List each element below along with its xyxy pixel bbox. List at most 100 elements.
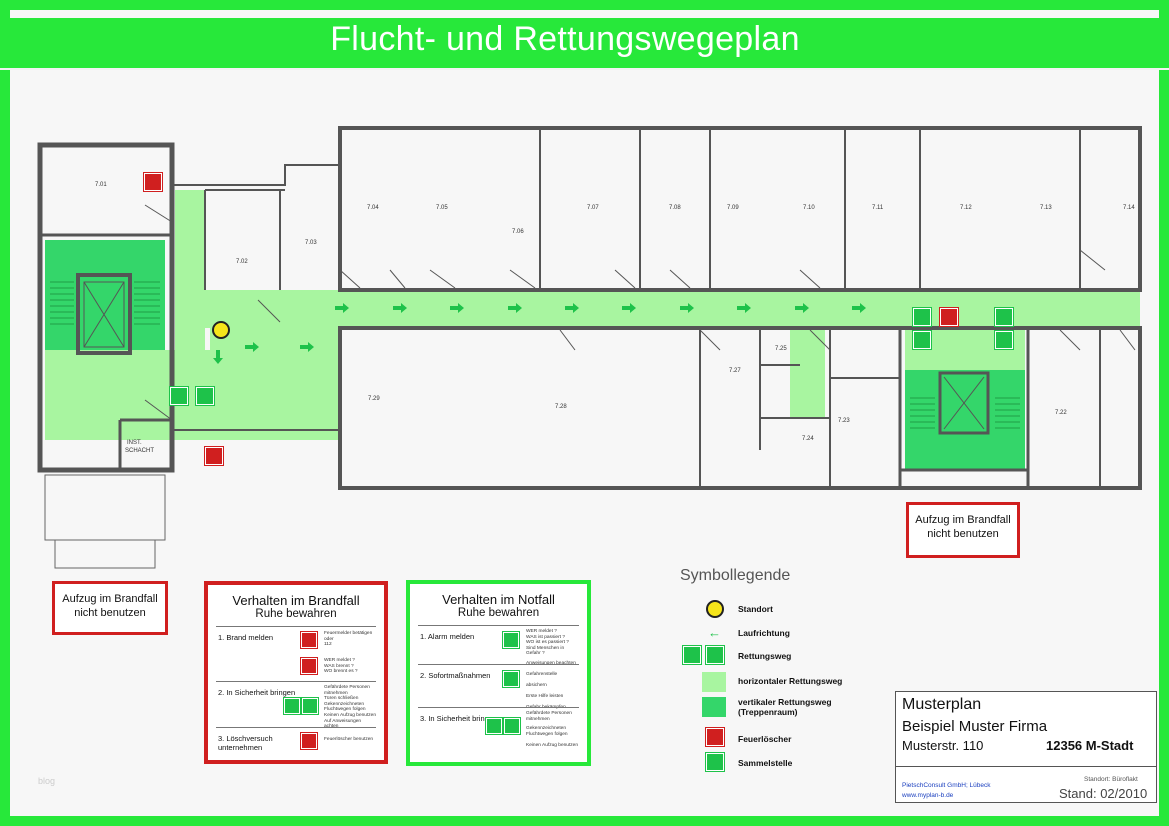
fire-row-2: 2. In Sicherheit bringen Gefährdete Pers… <box>216 681 377 730</box>
room-7-28: 7.28 <box>555 404 567 410</box>
exit-running-person-icon <box>284 698 300 714</box>
legend-vertical: vertikaler Rettungsweg(Treppenraum) <box>738 697 832 717</box>
warning-line-1: Aufzug im Brandfall <box>915 514 1011 526</box>
emergency-behaviour-panel: Verhalten im Notfall Ruhe bewahren 1. Al… <box>406 580 591 766</box>
phone-icon <box>503 632 519 648</box>
shaft-label-2: SCHACHT <box>125 448 154 454</box>
warning-line-2: nicht benutzen <box>927 528 999 540</box>
horizontal-route-swatch <box>702 672 726 692</box>
fire-extinguisher-icon <box>144 173 162 191</box>
panel-title: Verhalten im Notfall <box>442 592 555 607</box>
exit-arrow-right-icon <box>302 698 318 714</box>
room-7-04: 7.04 <box>367 205 379 211</box>
fire-extinguisher-icon <box>205 447 223 465</box>
title-bar <box>0 18 1169 70</box>
room-7-13: 7.13 <box>1040 205 1052 211</box>
arrow-right-icon <box>245 342 259 352</box>
room-7-25: 7.25 <box>775 346 787 352</box>
row-label: 1. Brand melden <box>218 633 274 642</box>
arrow-right-icon <box>622 303 636 313</box>
arrow-right-icon <box>852 303 866 313</box>
arrow-right-icon <box>795 303 809 313</box>
arrow-right-icon <box>300 342 314 352</box>
stair-steps-left <box>50 281 160 325</box>
exit-running-person-icon <box>196 387 214 405</box>
fire-alarm-icon <box>301 632 317 648</box>
legend-feuerloescher: Feuerlöscher <box>738 734 792 744</box>
legend-horizontal: horizontaler Rettungsweg <box>738 676 843 686</box>
legend-sammelstelle: Sammelstelle <box>738 758 793 768</box>
fire-row-3: 3. Löschversuch unternehmen Feuerlöscher… <box>216 727 376 754</box>
row-label: 3. Löschversuch unternehmen <box>218 734 273 752</box>
assembly-point-icon <box>706 753 724 771</box>
arrow-right-icon <box>565 303 579 313</box>
stand-date: Stand: 02/2010 <box>1059 786 1148 801</box>
direction-legend-icon: ← <box>708 625 721 640</box>
exit-arrow-right-icon <box>504 718 520 734</box>
room-7-29: 7.29 <box>368 396 380 402</box>
room-7-22: 7.22 <box>1055 410 1067 416</box>
direction-arrows <box>213 303 866 364</box>
room-labels: 7.01 7.02 7.03 7.04 7.05 7.06 7.07 7.08 … <box>95 182 1135 454</box>
emergency-row-1: 1. Alarm melden WER meldet ?WAS ist pass… <box>418 625 579 666</box>
room-7-14: 7.14 <box>1123 205 1135 211</box>
room-7-09: 7.09 <box>727 205 739 211</box>
exit-arrow-left-icon <box>170 387 188 405</box>
walls <box>37 126 1142 569</box>
emergency-row-3: 3. In Sicherheit bringen Gefährdete Pers… <box>418 707 579 756</box>
exit-running-person-icon <box>706 646 724 664</box>
standort-legend-icon <box>706 600 724 618</box>
exit-arrow-down-icon <box>913 331 931 349</box>
first-aid-cross-icon <box>503 671 519 687</box>
standort-marker-icon <box>212 321 230 339</box>
plan-name: Musterplan <box>902 696 982 713</box>
company-name: Beispiel Muster Firma <box>902 718 1048 735</box>
room-7-05: 7.05 <box>436 205 448 211</box>
consult-url: www.myplan-b.de <box>902 792 954 799</box>
city: 12356 M-Stadt <box>1046 738 1134 753</box>
exit-arrow-down-icon <box>995 331 1013 349</box>
shaft-label-1: INST. <box>127 440 142 446</box>
arrow-right-icon <box>393 303 407 313</box>
legend-rettungsweg: Rettungsweg <box>738 651 792 661</box>
vertical-escape-route <box>45 240 1025 470</box>
panel-title: Verhalten im Brandfall <box>232 593 360 608</box>
room-7-27: 7.27 <box>729 368 741 374</box>
emergency-row-2: 2. Sofortmaßnahmen Gefahrenstelle absich… <box>418 664 579 710</box>
fire-behaviour-panel: Verhalten im Brandfall Ruhe bewahren 1. … <box>204 581 388 764</box>
title-block: Musterplan Beispiel Muster Firma Musters… <box>895 691 1157 803</box>
legend-title: Symbollegende <box>680 567 791 584</box>
consult-company: PietschConsult GmbH; Lübeck <box>902 782 991 789</box>
arrow-right-icon <box>335 303 349 313</box>
row-text: WER meldet ?WAS ist passiert ?WO ist es … <box>526 629 576 666</box>
arrow-down-icon <box>213 350 223 364</box>
warning-line-1: Aufzug im Brandfall <box>62 593 158 605</box>
row-label: 1. Alarm melden <box>420 632 475 641</box>
row-label: 3. In Sicherheit bringen <box>420 714 498 723</box>
stair-steps-right <box>910 397 1020 429</box>
vertical-route-swatch <box>702 697 726 717</box>
row-label: 2. Sofortmaßnahmen <box>420 671 491 680</box>
room-7-11: 7.11 <box>872 205 884 211</box>
panel-subtitle: Ruhe bewahren <box>255 608 337 620</box>
elevator-warning-left: Aufzug im Brandfall nicht benutzen <box>52 581 168 635</box>
room-7-07: 7.07 <box>587 205 599 211</box>
room-7-23: 7.23 <box>838 418 850 424</box>
exit-running-person-icon <box>486 718 502 734</box>
room-7-02: 7.02 <box>236 259 248 265</box>
room-7-24: 7.24 <box>802 436 814 442</box>
row-text: Feuerlöscher benutzen <box>324 737 374 742</box>
room-7-03: 7.03 <box>305 240 317 246</box>
arrow-right-icon <box>680 303 694 313</box>
plan-title: Flucht- und Rettungswegeplan <box>330 20 800 58</box>
room-7-10: 7.10 <box>803 205 815 211</box>
exit-running-person-icon <box>995 308 1013 326</box>
arrow-right-icon <box>450 303 464 313</box>
row-text: WER meldet ?WAS brennt ?WO brennt es ? <box>324 658 358 675</box>
legend-laufrichtung: Laufrichtung <box>738 628 790 638</box>
